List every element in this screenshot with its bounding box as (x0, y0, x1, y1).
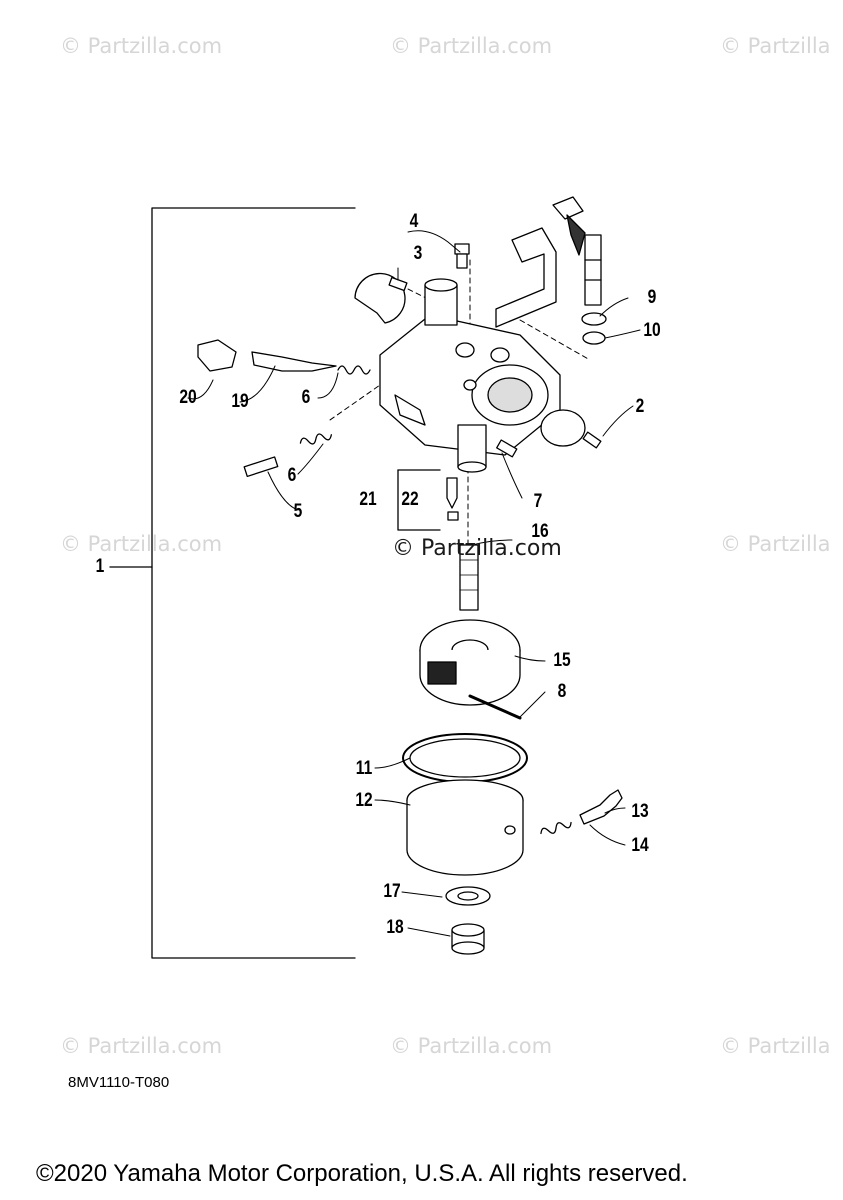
callout-6a: 6 (301, 387, 311, 408)
spring-14 (540, 821, 572, 835)
carburetor-body (379, 278, 561, 473)
callout-2: 2 (635, 396, 645, 417)
copyright-notice: ©2020 Yamaha Motor Corporation, U.S.A. A… (36, 1160, 688, 1187)
mounting-bracket (495, 227, 557, 328)
watermark: © Partzilla.com (60, 34, 223, 58)
screw-4 (454, 243, 470, 269)
callout-5: 5 (293, 501, 303, 522)
callout-12: 12 (355, 790, 373, 811)
idle-screw (251, 351, 337, 372)
throttle-plate (540, 409, 586, 447)
callout-7: 7 (533, 491, 543, 512)
callout-14: 14 (631, 835, 649, 856)
watermark: © Partzilla (720, 1034, 831, 1058)
float-pin (468, 694, 522, 720)
float-bowl (406, 779, 524, 876)
callout-22: 22 (401, 489, 419, 510)
watermark: © Partzilla (720, 532, 831, 556)
jet-22 (446, 477, 458, 509)
watermark: © Partzilla.com (390, 34, 553, 58)
screw-5 (243, 456, 279, 478)
watermark: © Partzilla.com (60, 1034, 223, 1058)
emulsion-tube (459, 544, 479, 611)
spring-6-lower (299, 433, 332, 445)
diagram-code: 8MV1110-T080 (68, 1074, 170, 1091)
screw-7 (496, 439, 518, 458)
washer-10 (582, 331, 606, 345)
screw-3 (388, 276, 408, 292)
assembly-bracket (151, 207, 356, 959)
watermark: © Partzilla.com (60, 532, 223, 556)
o-ring-9 (581, 312, 607, 326)
callout-15: 15 (553, 650, 571, 671)
callout-6b: 6 (287, 465, 297, 486)
callout-16: 16 (531, 521, 549, 542)
watermark: © Partzilla (720, 34, 831, 58)
callout-20: 20 (179, 387, 197, 408)
callout-13: 13 (631, 801, 649, 822)
spring-6-upper (337, 365, 371, 375)
float-15 (419, 619, 521, 706)
callout-18: 18 (386, 917, 404, 938)
gasket-11 (402, 733, 528, 783)
watermark-center: © Partzilla.com (392, 536, 562, 561)
callout-3: 3 (413, 243, 423, 264)
callout-8: 8 (557, 681, 567, 702)
adjust-knob (197, 339, 237, 372)
watermark: © Partzilla.com (390, 1034, 553, 1058)
callout-19: 19 (231, 391, 249, 412)
callout-9: 9 (647, 287, 657, 308)
screw-2 (582, 431, 602, 449)
callout-1: 1 (95, 556, 105, 577)
washer-17 (445, 886, 491, 906)
drain-plug (451, 923, 485, 955)
callout-10: 10 (643, 320, 661, 341)
callout-17: 17 (383, 881, 401, 902)
callout-4: 4 (409, 211, 419, 232)
pilot-screw (579, 789, 623, 825)
callout-21: 21 (359, 489, 377, 510)
throttle-lever (552, 196, 602, 306)
callout-11: 11 (355, 758, 373, 779)
